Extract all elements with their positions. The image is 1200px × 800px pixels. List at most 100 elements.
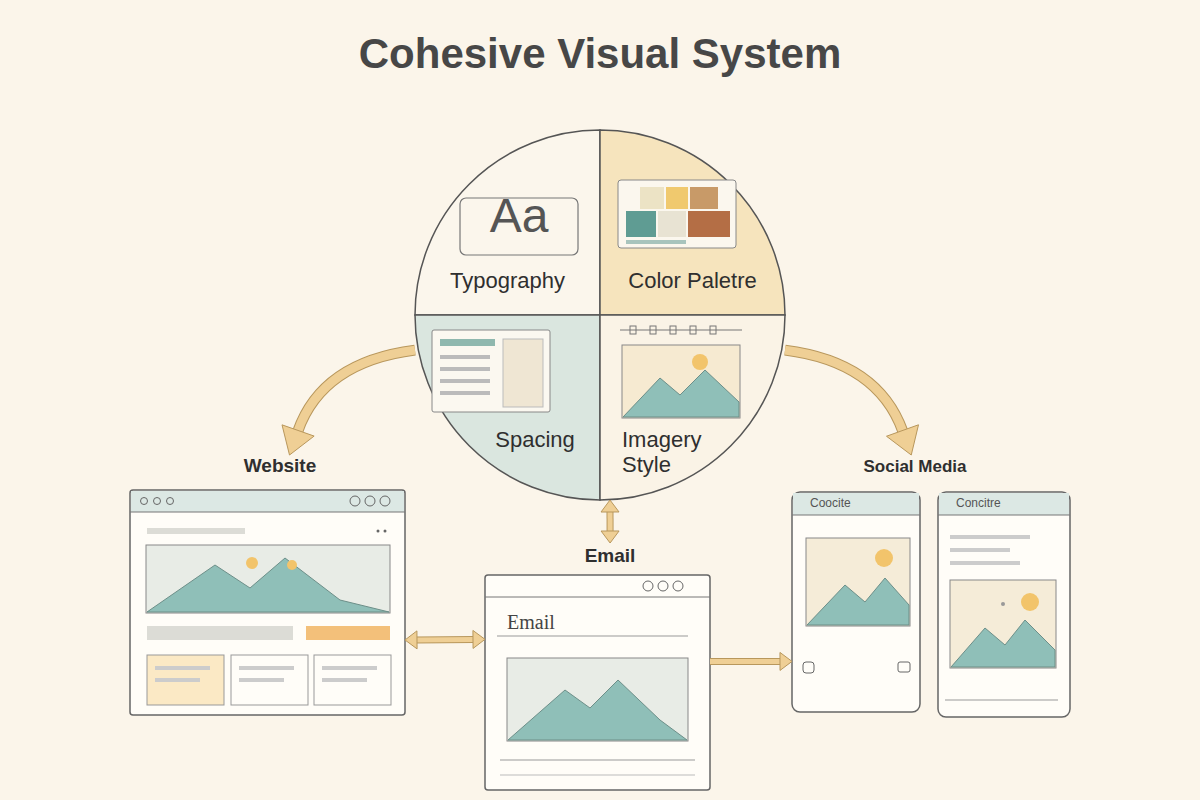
type-specimen-box (460, 198, 578, 255)
text-bar (950, 535, 1030, 539)
phone-frame (792, 492, 920, 712)
account-name: Concitre (956, 497, 1056, 511)
text-bar (239, 666, 294, 670)
channel-heading: Website (130, 455, 430, 477)
bar-divider (130, 512, 405, 513)
footer-rule (945, 700, 1058, 701)
arrow-head (282, 425, 314, 455)
arrow-outline (785, 350, 903, 431)
mountain-shape (147, 558, 389, 612)
layout-bar (440, 355, 490, 359)
bird-dot (1001, 602, 1005, 606)
arrow-shaft (785, 350, 903, 431)
quadrant-label: Imagery Style (622, 427, 722, 478)
window-dot (380, 496, 390, 506)
color-swatch (658, 211, 686, 237)
window-dot (365, 496, 375, 506)
filmstrip-frame (630, 326, 636, 334)
mountain-shape (623, 370, 739, 417)
layout-panel (503, 339, 543, 407)
flow-arrow (405, 630, 485, 648)
sun-shape (246, 557, 258, 569)
text-bar (239, 678, 284, 682)
text-bar (147, 626, 293, 640)
heading-rule (497, 636, 688, 637)
window-dot (154, 498, 161, 505)
arrow-head (601, 531, 619, 543)
layout-bar (440, 367, 490, 371)
flow-arrow (601, 500, 619, 543)
mountain-shape (508, 680, 687, 740)
sun-shape (287, 560, 297, 570)
content-card (314, 655, 391, 705)
text-bar (950, 561, 1020, 565)
post-image (806, 538, 910, 626)
arrow-heads (780, 652, 792, 670)
sample-image (622, 345, 740, 418)
email-image (507, 658, 688, 741)
phone-bar (939, 493, 1069, 515)
phone-mockup: Concitre (938, 492, 1070, 717)
flow-arrow (282, 350, 415, 455)
browser-frame (130, 490, 405, 715)
arrow-shaft (416, 637, 474, 642)
channel-heading: Email (485, 545, 735, 567)
quadrant-label: Typography (415, 268, 600, 293)
color-swatch (690, 187, 718, 209)
layout-bar (440, 379, 490, 383)
arrow-head (780, 652, 792, 670)
footer-rule (500, 775, 695, 776)
color-swatch (626, 240, 686, 244)
mountain-shape (951, 620, 1055, 667)
mountain-shape (807, 578, 909, 625)
flow-arrow (710, 652, 792, 670)
arrow-heads (282, 425, 314, 455)
channel-group: Social MediaCoocite Concitre (790, 455, 1072, 720)
bar-divider (938, 515, 1070, 516)
arrow-outline (298, 350, 415, 431)
browser-bar (131, 491, 404, 512)
quadrant-shape (415, 130, 600, 315)
text-bar (147, 528, 245, 534)
filmstrip-frame (650, 326, 656, 334)
menu-dot (384, 530, 387, 533)
arrow-outline (710, 658, 781, 665)
content-card (147, 655, 224, 705)
quadrant-label: Color Paletre (600, 268, 785, 293)
cta-button (306, 626, 390, 640)
hero-image (146, 545, 390, 613)
channel-mockup: EmailEmail (485, 543, 710, 790)
palette-card (618, 180, 736, 248)
email-subject: Email (507, 611, 627, 634)
channel-heading: Social Media (790, 457, 1040, 477)
filmstrip-frame (670, 326, 676, 334)
ui-icon (898, 662, 910, 672)
arrow-shaft (608, 511, 613, 532)
sun-shape (875, 549, 893, 567)
arrow-head (473, 630, 485, 648)
quadrant-shape (600, 315, 785, 500)
arrow-shaft (710, 659, 781, 664)
color-swatch (640, 187, 664, 209)
email-frame (485, 575, 710, 790)
channel-mockup: Website (130, 455, 405, 717)
filmstrip-line (620, 330, 742, 331)
quadrant-label: Spacing (470, 427, 600, 452)
menu-dot (377, 530, 380, 533)
quadrant-shape (600, 130, 785, 315)
quadrant-shape (415, 315, 600, 500)
arrow-head (601, 500, 619, 512)
sun-shape (692, 354, 708, 370)
account-name: Coocite (810, 497, 910, 511)
window-dot (658, 581, 668, 591)
arrow-outline (416, 636, 474, 643)
color-swatch (666, 187, 688, 209)
arrow-heads (886, 425, 918, 455)
bar-divider (485, 597, 710, 598)
phone-bar (793, 493, 919, 515)
layout-bar (440, 391, 490, 395)
type-sample: Aa (465, 188, 573, 243)
